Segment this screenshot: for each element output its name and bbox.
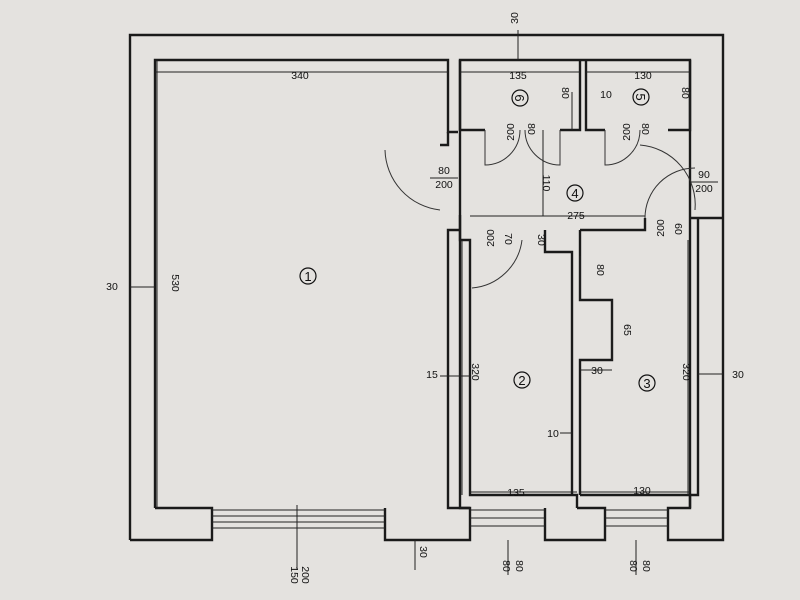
dim-door3-h: 200 xyxy=(655,219,667,237)
dim-win3-h: 80 xyxy=(640,560,652,572)
svg-text:4: 4 xyxy=(571,186,578,201)
svg-text:1: 1 xyxy=(304,269,311,284)
dim-room3-width: 130 xyxy=(633,485,651,497)
dim-partition-23: 10 xyxy=(547,428,559,440)
dim-wall-30-mid: 30 xyxy=(535,234,547,246)
dim-win2-w: 80 xyxy=(500,560,512,572)
svg-text:6: 6 xyxy=(512,94,527,101)
dim-door5-h: 200 xyxy=(621,123,633,141)
dim-entry-w: 80 xyxy=(438,165,450,177)
dim-offset-80: 80 xyxy=(594,264,606,276)
dim-door6-h: 200 xyxy=(505,123,517,141)
dim-room5-width: 130 xyxy=(634,70,652,82)
svg-text:2: 2 xyxy=(518,373,525,388)
dim-win3-w: 80 xyxy=(627,560,639,572)
dim-room3-height: 320 xyxy=(680,363,692,381)
dim-door6-w: 80 xyxy=(525,123,537,135)
dim-offset-65: 65 xyxy=(621,324,633,336)
dim-door5-w: 80 xyxy=(639,123,651,135)
dim-bottom-wall: 30 xyxy=(417,546,429,558)
dim-win1-w: 150 xyxy=(288,566,300,584)
dim-corridor-depth: 110 xyxy=(540,175,552,192)
dim-left-partition: 15 xyxy=(426,369,438,381)
dim-corridor-width: 275 xyxy=(567,210,585,222)
dim-room5-side: 80 xyxy=(679,87,691,99)
dim-room1-width: 340 xyxy=(291,70,309,82)
dim-room2-height: 320 xyxy=(469,363,481,381)
dim-room2-width: 135 xyxy=(507,487,525,499)
dim-door2-w: 70 xyxy=(502,233,514,245)
dim-door3-w: 60 xyxy=(672,223,684,235)
dim-door-right-h: 200 xyxy=(695,183,713,195)
dim-room6-side: 80 xyxy=(559,87,571,99)
dimension-labels: 30 340 135 80 10 130 80 80 200 80 200 80… xyxy=(106,12,744,584)
room-marker-2: 2 xyxy=(513,371,531,389)
dim-top-wall: 30 xyxy=(509,12,521,24)
doors xyxy=(384,129,696,289)
room-marker-1: 1 xyxy=(299,267,317,285)
svg-text:5: 5 xyxy=(633,93,648,100)
exterior-walls xyxy=(128,33,725,542)
dim-door-right-w: 90 xyxy=(698,169,710,181)
dim-left-wall: 30 xyxy=(106,281,118,293)
room-marker-4: 4 xyxy=(566,184,584,202)
room-marker-5: 5 xyxy=(632,88,650,106)
room-marker-3: 3 xyxy=(638,374,656,392)
dim-win2-h: 80 xyxy=(513,560,525,572)
dimension-lines xyxy=(130,30,723,575)
dim-partition-56: 10 xyxy=(600,89,612,101)
dim-offset-30: 30 xyxy=(591,365,603,377)
room-markers: 1 2 3 4 5 6 xyxy=(299,88,656,392)
svg-text:3: 3 xyxy=(643,376,650,391)
dim-win1-h: 200 xyxy=(299,566,311,584)
dim-door2-h: 200 xyxy=(485,229,497,247)
dim-room6-width: 135 xyxy=(509,70,527,82)
room-marker-6: 6 xyxy=(511,89,529,107)
dim-room1-height: 530 xyxy=(169,274,181,292)
dim-entry-h: 200 xyxy=(435,179,453,191)
dim-right-wall: 30 xyxy=(732,369,744,381)
